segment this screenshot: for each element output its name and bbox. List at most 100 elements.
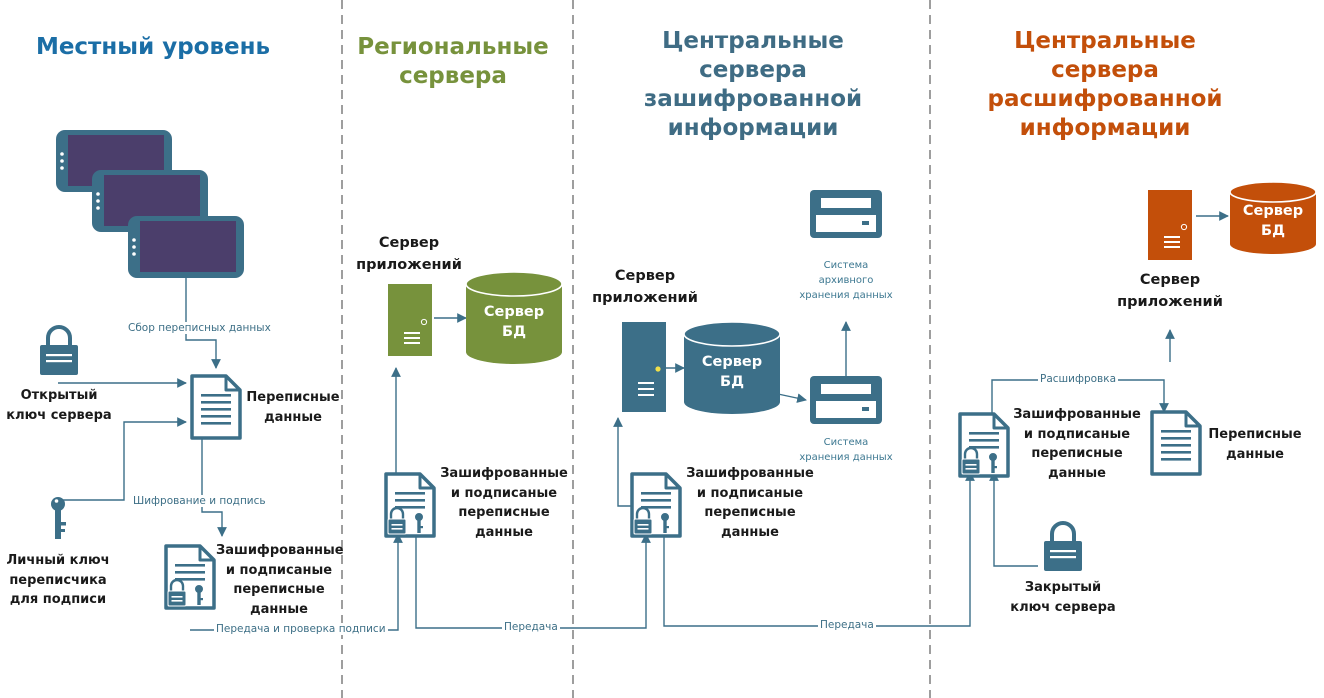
label-line: БД: [1261, 223, 1285, 239]
label-line: приложений: [1117, 294, 1223, 310]
encrypted-data-label: Зашифрованные и подписаные переписные да…: [216, 541, 344, 619]
label-line: и подписаные: [225, 562, 333, 578]
closed-key-arrow: [989, 471, 1038, 567]
label-line: Зашифрованные: [1013, 407, 1141, 422]
label-line: Сервер: [614, 268, 676, 284]
label-line: Сервер: [1139, 272, 1201, 288]
label-line: данные: [1048, 465, 1106, 481]
encrypted-document-icon: [630, 472, 682, 538]
regional-app-server-label: Сервер приложений: [346, 232, 472, 276]
label-line: приложений: [592, 290, 698, 306]
label-line: переписные: [458, 505, 550, 520]
closed-key-label: Закрытый ключ сервера: [1004, 578, 1122, 617]
db-storage-arrow: [777, 393, 807, 403]
heading-line: информации: [1019, 115, 1191, 141]
key-icon: [51, 497, 66, 539]
central-up-arrow: [613, 417, 636, 507]
heading-line: Региональные: [357, 34, 549, 60]
label-line: Переписные: [1208, 427, 1302, 442]
heading-central-encrypted: Центральные сервера зашифрованной информ…: [620, 27, 886, 143]
label-line: Зашифрованные: [686, 466, 814, 481]
rack-server-icon: [810, 190, 882, 238]
document-icon: [190, 374, 242, 440]
label-line: БД: [502, 324, 526, 340]
label-line: переписчика: [9, 572, 107, 588]
transfer-2-label: Передача: [502, 621, 560, 633]
encrypted-document-icon: [958, 412, 1010, 478]
storage-system-label: Система хранения данных: [786, 435, 906, 465]
census-data-label: Переписные данные: [238, 388, 348, 427]
label-line: данные: [250, 601, 308, 617]
label-line: Личный ключ: [6, 553, 110, 568]
heading-central-decrypted: Центральные сервера расшифрованной инфор…: [970, 27, 1240, 143]
document-icon: [1150, 410, 1202, 476]
label-line: переписные: [704, 505, 796, 520]
encrypted-document-icon: [384, 472, 436, 538]
label-line: Переписные: [246, 390, 340, 405]
label-line: архивного: [818, 275, 874, 286]
archive-system-label: Система архивного хранения данных: [786, 258, 906, 303]
label-line: и подписаные: [1023, 426, 1131, 442]
label-line: данные: [721, 524, 779, 540]
label-line: Закрытый: [1024, 580, 1102, 595]
central-app-server-label: Сервер приложений: [582, 265, 708, 309]
label-line: для подписи: [9, 592, 107, 607]
label-line: данные: [1226, 446, 1284, 462]
label-line: Сервер: [1242, 203, 1304, 219]
sign-arrow: [201, 438, 227, 537]
decrypted-census-data-label: Переписные данные: [1200, 425, 1310, 464]
label-line: Сервер: [378, 235, 440, 251]
label-line: данные: [475, 524, 533, 540]
label-line: переписные: [233, 582, 325, 597]
heading-line: информации: [667, 115, 839, 141]
tower-server-icon: [1148, 190, 1192, 260]
tablet-icon: [128, 216, 244, 278]
sign-edge-label: Шифрование и подпись: [131, 495, 268, 507]
heading-line: зашифрованной: [643, 86, 863, 112]
regional-db-label: Сервер БД: [466, 302, 562, 342]
label-line: Сервер: [483, 304, 545, 320]
label-line: Система: [823, 260, 869, 271]
label-line: ключ сервера: [6, 407, 112, 423]
heading-line: сервера: [1051, 57, 1159, 83]
private-key-arrow: [58, 417, 187, 501]
public-key-label: Открытый ключ сервера: [0, 386, 118, 425]
label-line: переписные: [1031, 446, 1123, 461]
label-line: Зашифрованные: [216, 543, 344, 558]
label-line: и подписаные: [696, 485, 804, 501]
heading-line: сервера: [699, 57, 807, 83]
tower-server-icon: [622, 322, 666, 412]
padlock-icon: [38, 325, 80, 377]
private-key-label: Личный ключ переписчика для подписи: [0, 551, 116, 610]
collect-edge-label: Сбор переписных данных: [126, 322, 273, 334]
label-line: Сервер: [701, 354, 763, 370]
heading-line: расшифрованной: [987, 86, 1223, 112]
encrypted-document-icon: [164, 544, 216, 610]
heading-line: Центральные: [662, 28, 844, 54]
label-line: Система: [823, 437, 869, 448]
heading-regional: Региональные сервера: [346, 33, 560, 91]
column-dividers: [341, 0, 931, 698]
central-encrypted-label: Зашифрованные и подписаные переписные да…: [686, 464, 814, 542]
database-icon: [683, 321, 781, 414]
label-line: данные: [264, 409, 322, 425]
label-line: Зашифрованные: [440, 466, 568, 481]
label-line: Открытый: [20, 388, 98, 403]
central-db-label: Сервер БД: [684, 352, 780, 392]
decrypted-db-label: Сервер БД: [1230, 201, 1316, 241]
decrypted-app-server-label: Сервер приложений: [1106, 269, 1234, 313]
heading-local: Местный уровень: [35, 34, 271, 60]
heading-line: сервера: [399, 63, 507, 89]
label-line: приложений: [356, 257, 462, 273]
label-line: хранения данных: [799, 452, 893, 463]
label-line: ключ сервера: [1010, 599, 1116, 615]
transfer-1-label: Передача и проверка подписи: [214, 623, 388, 635]
label-line: и подписаные: [450, 485, 558, 501]
label-line: БД: [720, 374, 744, 390]
rack-server-icon: [810, 376, 882, 424]
regional-encrypted-label: Зашифрованные и подписаные переписные да…: [440, 464, 568, 542]
transfer-3-label: Передача: [818, 619, 876, 631]
database-icon: [465, 271, 563, 364]
heading-line: Центральные: [1014, 28, 1196, 54]
label-line: хранения данных: [799, 290, 893, 301]
